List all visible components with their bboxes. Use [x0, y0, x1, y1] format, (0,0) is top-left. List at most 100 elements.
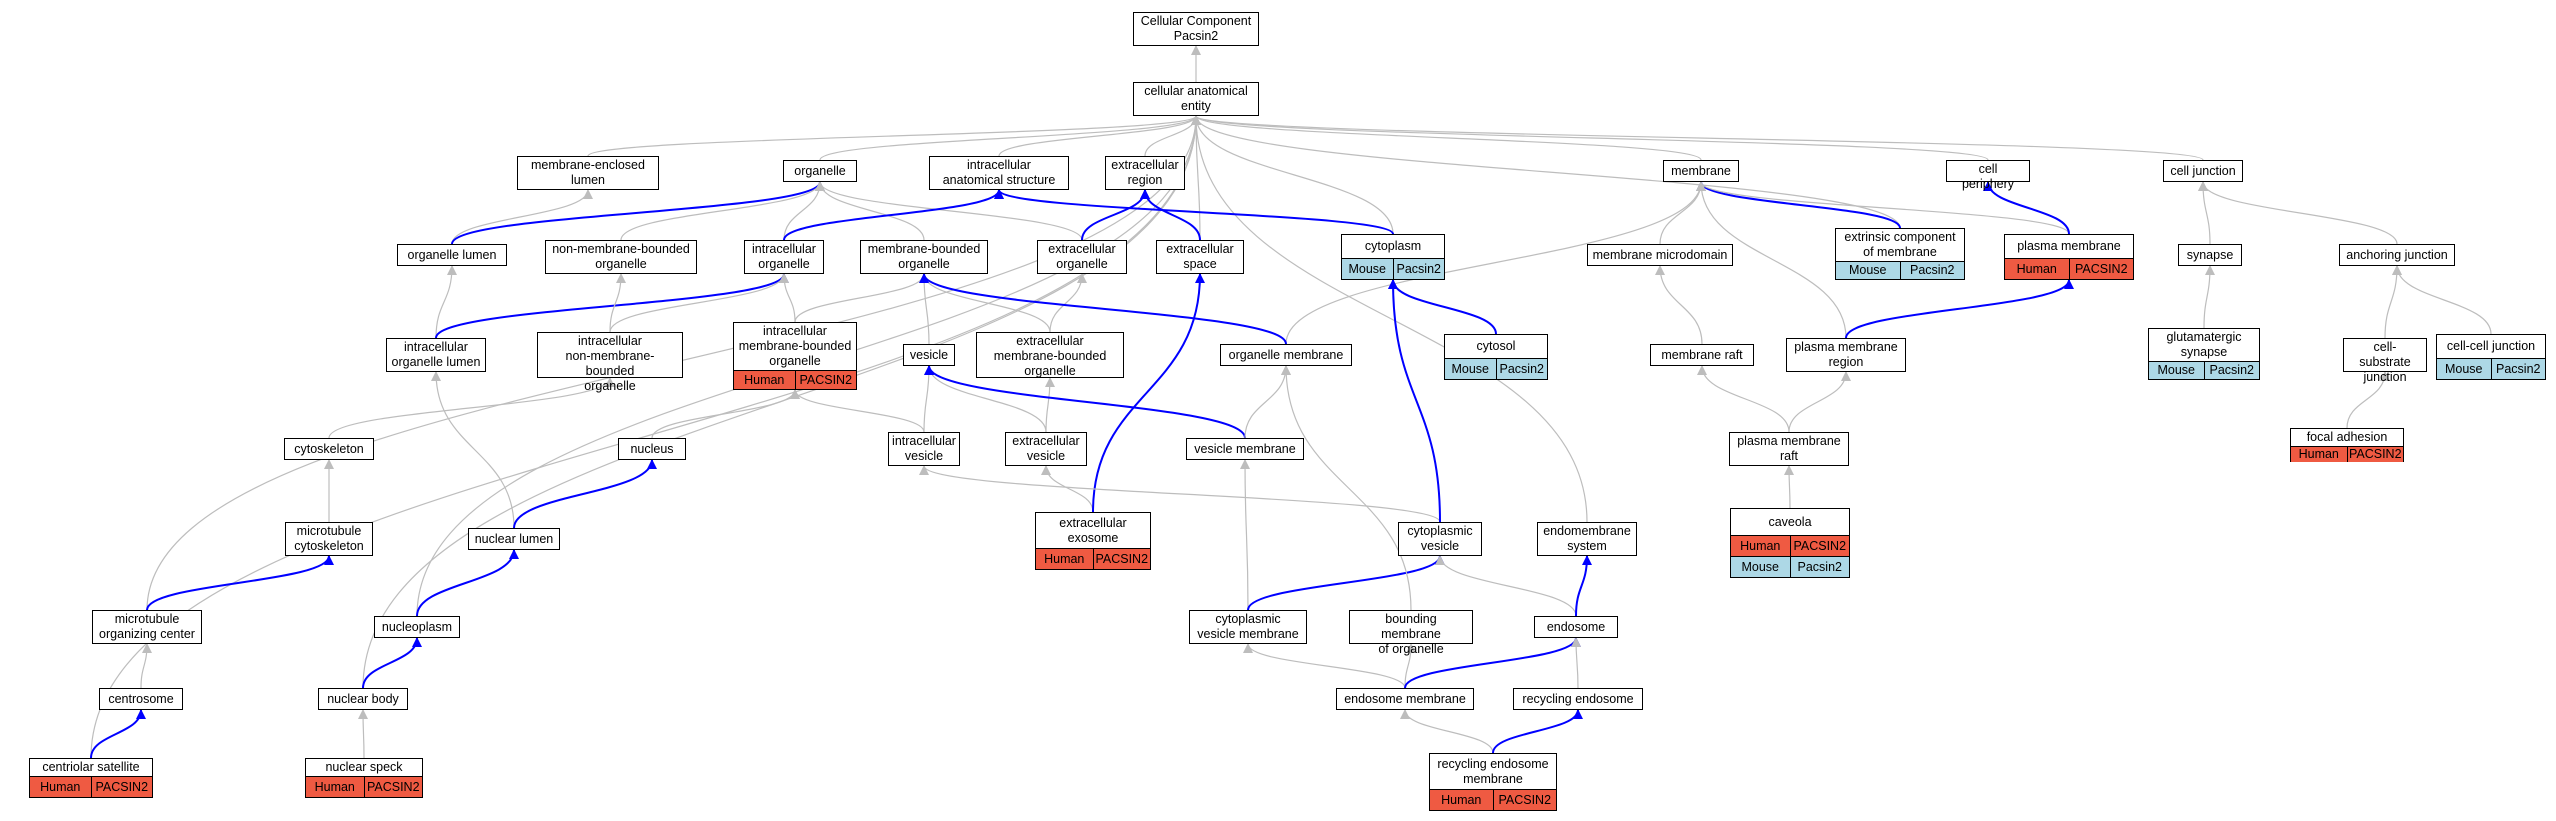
node-label: extracellular space [1166, 242, 1234, 271]
gene-cell: PACSIN2 [794, 371, 856, 389]
node-label: focal adhesion [2306, 430, 2388, 444]
graph-node-ias[interactable]: intracellular anatomical structure [929, 156, 1069, 190]
graph-node-mem[interactable]: membrane [1663, 160, 1739, 182]
graph-node-nuc[interactable]: nucleus [618, 438, 686, 460]
graph-node-mmd[interactable]: membrane microdomain [1587, 244, 1733, 266]
edge-nl-to-nuc [513, 459, 657, 529]
graph-node-om[interactable]: organelle membrane [1220, 344, 1352, 366]
graph-node-exs[interactable]: extracellular space [1156, 240, 1244, 274]
node-label: cell junction [2170, 163, 2236, 178]
edge-cysk-to-inmbo [328, 377, 615, 439]
graph-node-cysk[interactable]: cytoskeleton [284, 438, 374, 460]
graph-node-ev[interactable]: extracellular vesicle [1005, 432, 1087, 466]
graph-node-em[interactable]: endosome membrane [1336, 688, 1474, 710]
graph-node-np[interactable]: nucleoplasm [374, 616, 460, 638]
node-label: plasma membrane region [1794, 340, 1898, 369]
graph-node-mtoc[interactable]: microtubule organizing center [92, 610, 202, 644]
graph-node-mraft[interactable]: membrane raft [1650, 344, 1754, 366]
edge-em-to-endo [1404, 637, 1581, 689]
graph-node-mbo[interactable]: membrane-bounded organelle [860, 240, 988, 274]
graph-node-iv[interactable]: intracellular vesicle [888, 432, 960, 466]
graph-node-iol[interactable]: intracellular organelle lumen [386, 338, 486, 372]
graph-node-cent[interactable]: centrosome [99, 688, 183, 710]
graph-node-nb[interactable]: nuclear body [318, 688, 408, 710]
node-label: nucleus [630, 441, 674, 456]
graph-node-re[interactable]: recycling endosome [1513, 688, 1643, 710]
graph-node-cae[interactable]: cellular anatomical entity [1133, 82, 1259, 116]
graph-node-cper[interactable]: cell periphery [1946, 160, 2030, 191]
edge-cav-to-pmraft [1784, 465, 1795, 509]
edge-cv-to-iv [919, 465, 1441, 523]
gene-cell: Pacsin2 [1392, 259, 1444, 279]
node-label: intracellular non-membrane-bounded organ… [565, 334, 655, 393]
graph-node-ves[interactable]: vesicle [903, 344, 955, 366]
node-label: endomembrane system [1543, 524, 1631, 553]
graph-node-syn[interactable]: synapse [2178, 244, 2242, 266]
gene-cell: PACSIN2 [1789, 536, 1849, 556]
gene-cell: PACSIN2 [363, 777, 422, 797]
gene-cell: PACSIN2 [90, 777, 152, 797]
node-label: centrosome [108, 691, 174, 706]
graph-node-aj[interactable]: anchoring junction [2339, 244, 2455, 266]
graph-node-inmbo[interactable]: intracellular non-membrane-bounded organ… [537, 332, 683, 393]
edge-fa-to-csj [2346, 371, 2390, 429]
graph-node-vm[interactable]: vesicle membrane [1186, 438, 1304, 460]
edge-inmbo-to-io [609, 273, 789, 333]
graph-node-imbo[interactable]: intracellular membrane-bounded organelle… [733, 322, 857, 390]
graph-node-nmbo[interactable]: non-membrane-bounded organelle [545, 240, 697, 274]
graph-node-cjun[interactable]: cell junction [2163, 160, 2243, 182]
edge-endo-to-es [1575, 555, 1592, 617]
edge-iol-to-orgl [435, 265, 457, 339]
edge-mem-to-cae [1191, 115, 1702, 161]
graph-node-orgl[interactable]: organelle lumen [397, 244, 507, 266]
edge-mel-to-cae [587, 115, 1201, 157]
graph-node-es[interactable]: endomembrane system [1537, 522, 1637, 556]
graph-node-org[interactable]: organelle [783, 160, 857, 182]
graph-node-exo[interactable]: extracellular organelle [1037, 240, 1127, 274]
edge-ns-to-nb [358, 709, 369, 759]
graph-node-root[interactable]: Cellular Component Pacsin2 [1133, 12, 1259, 46]
graph-node-pmraft[interactable]: plasma membrane raft [1729, 432, 1849, 466]
graph-node-io[interactable]: intracellular organelle [744, 240, 824, 274]
graph-node-nl[interactable]: nuclear lumen [468, 528, 560, 550]
graph-node-bmo[interactable]: bounding membrane of organelle [1349, 610, 1473, 656]
node-label: intracellular organelle [752, 242, 816, 271]
node-label: membrane-bounded organelle [867, 242, 981, 271]
edge-pm-to-mem [1696, 181, 2070, 235]
node-label: anchoring junction [2346, 247, 2448, 262]
edge-imbo-to-mbo [794, 273, 929, 323]
graph-node-endo[interactable]: endosome [1534, 616, 1618, 638]
graph-node-mel[interactable]: membrane-enclosed lumen [517, 156, 659, 190]
graph-node-csj[interactable]: cell-substrate junction [2343, 338, 2427, 384]
graph-node-exmbo[interactable]: extracellular membrane-bounded organelle [976, 332, 1124, 378]
node-label: recycling endosome [1522, 691, 1634, 706]
edge-bmo-to-om [1281, 365, 1412, 611]
edge-ias-to-cae [998, 115, 1201, 157]
graph-node-pmr[interactable]: plasma membrane region [1786, 338, 1906, 372]
node-label: microtubule organizing center [99, 612, 195, 641]
graph-node-cv[interactable]: cytoplasmic vesicle [1398, 522, 1482, 556]
node-label: cytosol [1476, 339, 1516, 353]
node-label: cell-cell junction [2446, 339, 2536, 353]
edge-exosome-to-ev [1041, 465, 1094, 513]
edge-pmr-to-pm [1845, 279, 2074, 339]
node-label: vesicle membrane [1194, 441, 1296, 456]
graph-node-mtcs[interactable]: microtubule cytoskeleton [285, 522, 373, 556]
graph-node-exr[interactable]: extracellular region [1105, 156, 1185, 190]
node-label: organelle [794, 163, 846, 178]
graph-node-cvm[interactable]: cytoplasmic vesicle membrane [1189, 610, 1307, 644]
